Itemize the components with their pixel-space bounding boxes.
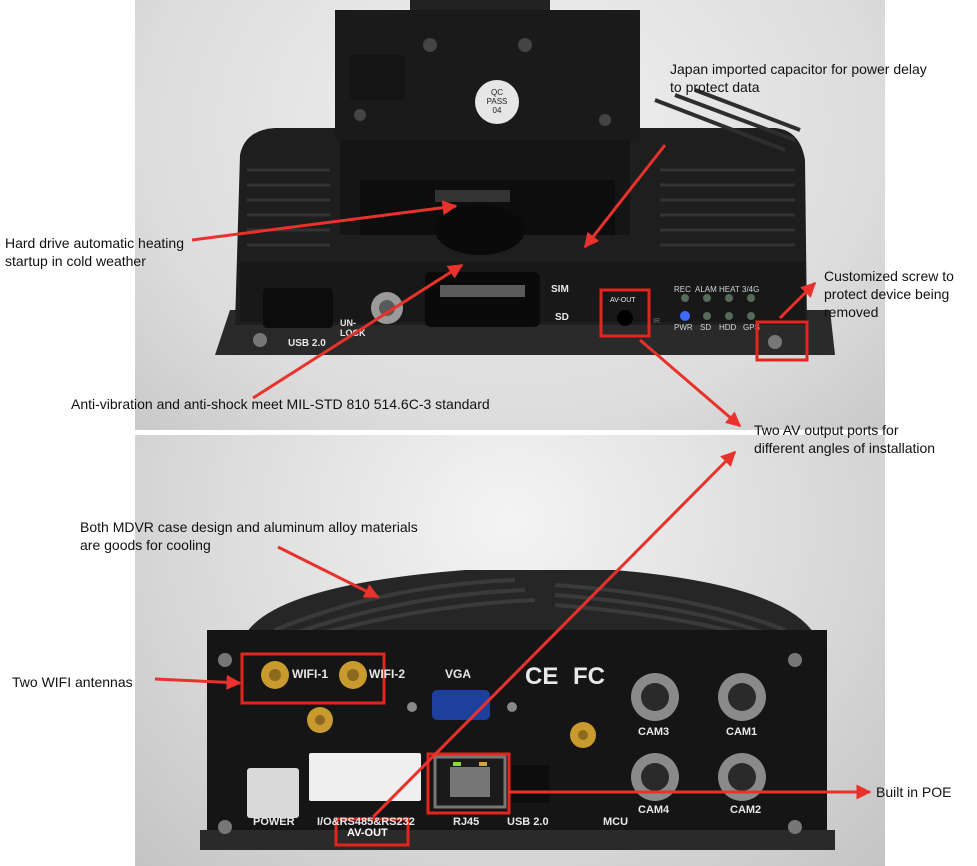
callout-screw: Customized screw to protect device being… bbox=[824, 267, 954, 321]
qc-pass-line: PASS bbox=[486, 97, 508, 106]
callout-wifi-line-1: Two WIFI antennas bbox=[12, 674, 133, 690]
wifi2-label: WIFI-2 bbox=[369, 667, 405, 681]
usb-label-rear: USB 2.0 bbox=[507, 816, 549, 828]
wifi1-label: WIFI-1 bbox=[292, 667, 328, 681]
mcu-label: MCU bbox=[603, 816, 629, 828]
callout-vibration: Anti-vibration and anti-shock meet MIL-S… bbox=[71, 395, 490, 413]
callout-screw-line-3: removed bbox=[824, 304, 879, 320]
callout-vibration-line-1: Anti-vibration and anti-shock meet MIL-S… bbox=[71, 396, 490, 412]
fc-mark: FC bbox=[573, 663, 605, 690]
callout-capacitor: Japan imported capacitor for power delay… bbox=[670, 60, 927, 96]
vga-label: VGA bbox=[445, 667, 472, 681]
sd-label: SD bbox=[555, 312, 569, 323]
ir-label: IR bbox=[653, 318, 660, 325]
av-out-label-front: AV-OUT bbox=[610, 297, 636, 304]
cam3-label: CAM3 bbox=[638, 726, 670, 738]
callout-av-ports-line-2: different angles of installation bbox=[754, 440, 936, 456]
qc-line: QC bbox=[491, 88, 503, 97]
cam1-label: CAM1 bbox=[726, 726, 758, 738]
callout-cooling-line-1: Both MDVR case design and aluminum alloy… bbox=[80, 519, 418, 535]
qc-sticker: QC PASS 04 bbox=[476, 88, 518, 115]
callout-capacitor-line-1: Japan imported capacitor for power delay bbox=[670, 61, 927, 77]
power-label: POWER bbox=[253, 816, 295, 828]
led-rec-label: REC bbox=[674, 285, 691, 294]
sim-label: SIM bbox=[551, 284, 569, 295]
qc-number-line: 04 bbox=[492, 106, 502, 115]
callout-heating: Hard drive automatic heating startup in … bbox=[5, 234, 184, 270]
led-34g-label: 3/4G bbox=[742, 285, 760, 294]
led-hdd-label: HDD bbox=[719, 323, 737, 332]
callout-capacitor-line-2: to protect data bbox=[670, 79, 760, 95]
unlock-line-2: LOCK bbox=[340, 328, 366, 338]
rear-device-illustration bbox=[200, 570, 835, 850]
cam2-label: CAM2 bbox=[730, 804, 762, 816]
ce-mark: CE bbox=[525, 663, 559, 690]
callout-screw-line-1: Customized screw to bbox=[824, 268, 954, 284]
cam4-label: CAM4 bbox=[638, 804, 670, 816]
callout-poe-line-1: Built in POE bbox=[876, 784, 952, 800]
led-gps-label: GPS bbox=[743, 323, 760, 332]
led-sd-label: SD bbox=[700, 323, 712, 332]
callout-heating-line-2: startup in cold weather bbox=[5, 253, 146, 269]
led-heat-label: HEAT bbox=[719, 285, 740, 294]
usb-label: USB 2.0 bbox=[288, 338, 326, 349]
io-label: I/O&RS485&RS232 bbox=[317, 816, 415, 828]
rear-device-photo: WIFI-1 WIFI-2 VGA CE FC CAM3 CAM1 CAM4 C… bbox=[135, 435, 885, 866]
callout-cooling: Both MDVR case design and aluminum alloy… bbox=[80, 518, 418, 554]
callout-av-ports-line-1: Two AV output ports for bbox=[754, 422, 899, 438]
led-alam-label: ALAM bbox=[695, 285, 717, 294]
callout-poe: Built in POE bbox=[876, 783, 951, 801]
callout-av-ports: Two AV output ports for different angles… bbox=[754, 421, 935, 457]
callout-wifi: Two WIFI antennas bbox=[12, 673, 133, 691]
rj45-label: RJ45 bbox=[453, 816, 480, 828]
av-out-label-rear: AV-OUT bbox=[347, 827, 388, 839]
callout-cooling-line-2: are goods for cooling bbox=[80, 537, 211, 553]
callout-screw-line-2: protect device being bbox=[824, 286, 950, 302]
led-pwr-label: PWR bbox=[674, 323, 693, 332]
unlock-label: UN- LOCK bbox=[340, 318, 366, 338]
callout-heating-line-1: Hard drive automatic heating bbox=[5, 235, 184, 251]
unlock-line-1: UN- bbox=[340, 318, 356, 328]
